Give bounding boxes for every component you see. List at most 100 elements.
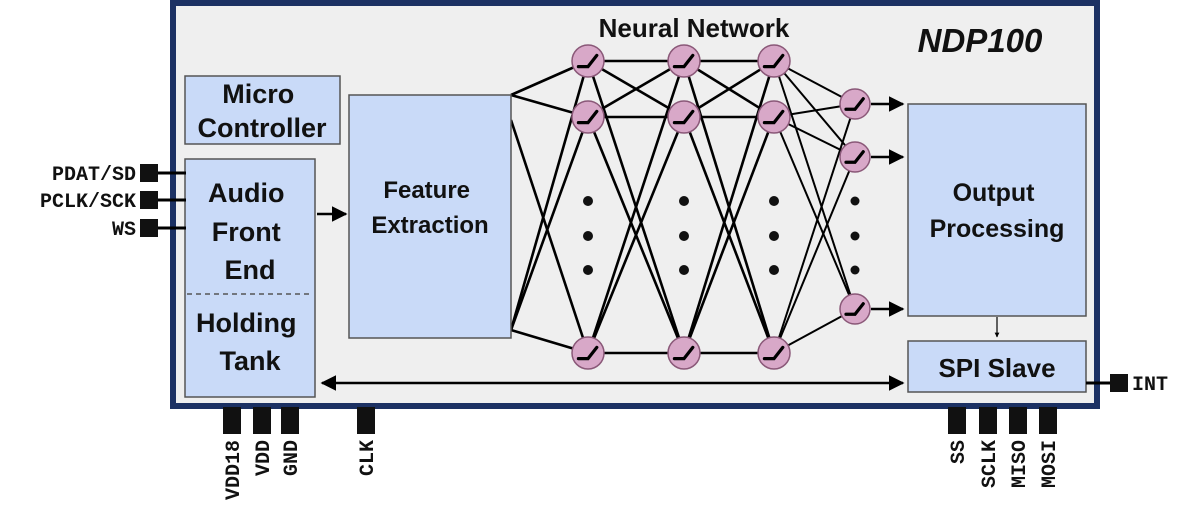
feature-extraction-label-2: Extraction [371, 212, 488, 239]
svg-text:Output Processing: Output Processing [930, 179, 1065, 243]
neuron-node [667, 336, 701, 370]
afe-label-2: Front [212, 217, 281, 247]
pin-label: MISO [1009, 440, 1032, 488]
activation-icon [576, 345, 599, 361]
nn-wire [586, 60, 686, 354]
pin-mosi: MOSI [1039, 407, 1062, 488]
neuron-node [839, 293, 871, 325]
pin-vdd: VDD [253, 407, 276, 476]
ellipsis-dot [583, 265, 593, 275]
pin-label: PDAT/SD [52, 164, 136, 187]
nn-wire [773, 156, 856, 354]
neuron-node [757, 44, 791, 78]
pin-pdat-sd: PDAT/SD [52, 164, 186, 187]
feature-extraction-block: Feature Extraction [348, 94, 512, 339]
pin-gnd: GND [281, 407, 304, 476]
ellipsis-dot [769, 231, 779, 241]
nn-wire [682, 116, 776, 354]
fe-to-nn-wire [509, 116, 590, 331]
holding-tank-label-2: Tank [219, 346, 281, 376]
neuron-node [839, 141, 871, 173]
svg-text:Micro Controller: Micro Controller [197, 79, 326, 143]
micro-controller-label-1: Micro [222, 79, 294, 109]
nn-wire [773, 103, 856, 354]
output-processing-label-1: Output [953, 179, 1036, 207]
pin-vdd18: VDD18 [223, 407, 246, 500]
spi-slave-label: SPI Slave [938, 353, 1055, 383]
fe-to-nn-wire [509, 60, 590, 331]
pin-label: WS [112, 219, 136, 242]
pin-label: GND [281, 440, 304, 476]
activation-icon [844, 302, 865, 316]
activation-icon [576, 109, 599, 125]
svg-text:Holding Tank: Holding Tank [196, 308, 304, 376]
neuron-node [839, 88, 871, 120]
output-processing-block: Output Processing [907, 103, 1087, 317]
pin-label: SCLK [979, 440, 1002, 488]
neural-network-neurons [571, 44, 871, 370]
ellipsis-dot [769, 265, 779, 275]
nn-wire [586, 116, 686, 354]
neuron-node [667, 44, 701, 78]
pin-sclk: SCLK [979, 407, 1002, 488]
ellipsis-dot [850, 265, 860, 275]
nn-wire [587, 59, 685, 119]
ellipsis-dot [769, 196, 779, 206]
pin-pclk-sck: PCLK/SCK [40, 191, 186, 214]
neuron-node [667, 100, 701, 134]
neuron-node [571, 100, 605, 134]
activation-icon [576, 53, 599, 69]
audio-front-end-block: Audio Front End [184, 158, 316, 398]
activation-icon [844, 97, 865, 111]
ellipsis-dot [679, 265, 689, 275]
activation-icon [672, 345, 695, 361]
ellipsis-dot [583, 231, 593, 241]
activation-icon [762, 53, 785, 69]
activation-icon [762, 345, 785, 361]
ellipsis-dot [679, 231, 689, 241]
ellipsis-dot [679, 196, 689, 206]
ellipsis-dot [850, 196, 860, 206]
ellipsis-dot [850, 231, 860, 241]
activation-icon [672, 109, 695, 125]
activation-icon [672, 53, 695, 69]
neuron-node [571, 336, 605, 370]
neuron-node [571, 44, 605, 78]
nn-wire [683, 59, 775, 119]
micro-controller-block: Micro Controller [184, 75, 341, 145]
holding-tank-label-1: Holding [196, 308, 296, 338]
neural-network-title: Neural Network [599, 13, 790, 43]
micro-controller-label-2: Controller [197, 113, 326, 143]
pin-ss: SS [948, 407, 971, 464]
pin-ws: WS [112, 219, 186, 242]
pin-label: SS [948, 440, 971, 464]
fe-to-nn-wire [509, 119, 590, 354]
spi-slave-block: SPI Slave [907, 340, 1087, 393]
pin-label: PCLK/SCK [40, 191, 136, 214]
output-processing-label-2: Processing [930, 215, 1065, 243]
svg-text:Feature Extraction: Feature Extraction [371, 177, 488, 239]
svg-text:Audio Front End: Audio Front End [208, 178, 292, 285]
activation-icon [844, 150, 865, 164]
nn-wire [773, 116, 856, 310]
pin-int: INT [1086, 374, 1168, 397]
pin-miso: MISO [1009, 407, 1032, 488]
neuron-node [757, 336, 791, 370]
afe-label-3: End [225, 255, 276, 285]
pin-label: INT [1132, 374, 1168, 397]
activation-icon [762, 109, 785, 125]
neuron-node [757, 100, 791, 134]
pin-label: VDD [253, 440, 276, 476]
holding-tank-block: Holding Tank [196, 308, 304, 376]
pin-label: MOSI [1039, 440, 1062, 488]
pin-clk: CLK [357, 407, 380, 476]
ellipsis-dot [583, 196, 593, 206]
afe-label-1: Audio [208, 178, 284, 208]
pin-label: CLK [357, 440, 380, 476]
nn-wire [773, 60, 856, 310]
nn-wire [773, 60, 856, 158]
pin-label: VDD18 [223, 440, 246, 500]
feature-extraction-label-1: Feature [383, 177, 470, 204]
